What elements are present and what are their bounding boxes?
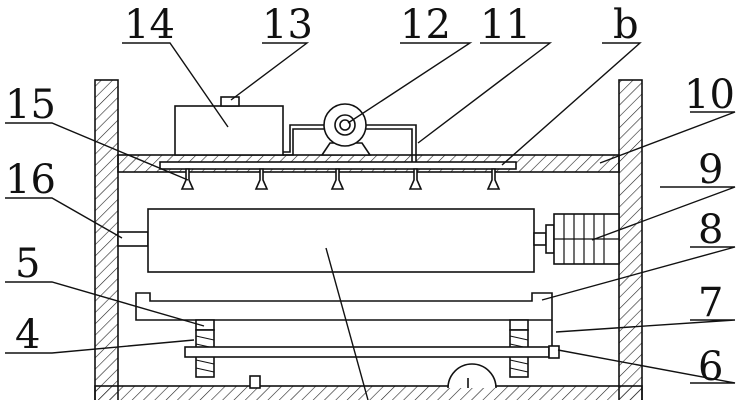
callout-9: 9 [698, 147, 723, 193]
leader-lines [5, 42, 736, 400]
slide-rail [184, 346, 550, 358]
lift-columns [184, 319, 560, 378]
tank-box [174, 96, 284, 156]
motor-flange [545, 224, 555, 254]
tray [135, 292, 553, 321]
pump [320, 103, 372, 156]
left-shaft [117, 231, 149, 247]
callout-16: 16 [5, 157, 56, 203]
bottom-supports [249, 363, 497, 389]
roller-body [147, 208, 535, 273]
spray-pipe [159, 161, 517, 190]
callout-b: b [613, 2, 639, 48]
callout-13: 13 [262, 2, 313, 48]
callout-10: 10 [684, 72, 735, 118]
callout-15: 15 [5, 82, 56, 128]
pipes [283, 124, 417, 162]
callout-4: 4 [15, 312, 40, 358]
housing [94, 79, 643, 400]
adjust-knob [548, 345, 560, 359]
bottom-wall [94, 385, 643, 400]
callout-14: 14 [124, 2, 175, 48]
callout-11: 11 [480, 2, 531, 48]
callouts: 14 13 12 11 b 10 15 16 9 8 5 7 4 6 [5, 2, 735, 390]
callout-5: 5 [15, 241, 40, 287]
right-wall [618, 79, 643, 400]
roller [117, 208, 620, 273]
callout-12: 12 [400, 2, 451, 48]
callout-7: 7 [698, 280, 723, 326]
nozzles [180, 168, 501, 190]
right-shaft [533, 232, 547, 246]
callout-8: 8 [698, 207, 723, 253]
callout-6: 6 [698, 344, 723, 390]
left-wall [94, 79, 119, 400]
tank-cap [220, 96, 240, 107]
